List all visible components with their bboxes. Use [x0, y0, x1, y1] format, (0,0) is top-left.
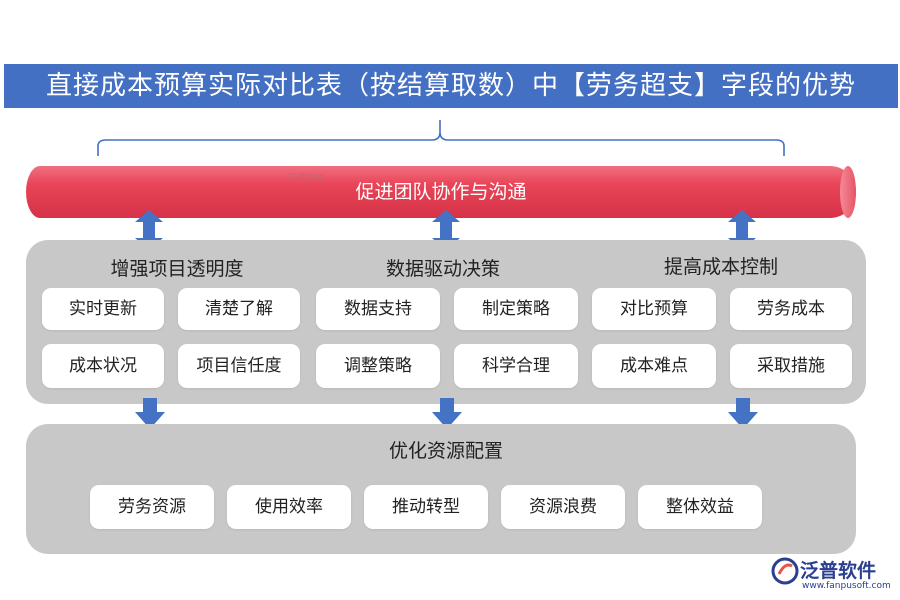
banner-watermark: 泛普软件: [288, 174, 325, 184]
group-title-cost-control: 提高成本控制: [663, 256, 778, 278]
page-title: 直接成本预算实际对比表（按结算取数）中【劳务超支】字段的优势: [4, 64, 898, 108]
banner-pipe: 泛普软件 促进团队协作与沟通: [26, 166, 856, 218]
item-box: 劳务资源: [90, 485, 214, 529]
top-panel: [26, 240, 866, 404]
item-box: 制定策略: [454, 288, 578, 330]
item-box: 采取措施: [730, 344, 852, 388]
brace-icon: [97, 120, 785, 156]
banner-label: 促进团队协作与沟通: [355, 181, 527, 203]
item-box: 成本状况: [42, 344, 164, 388]
down-arrow-icon: [728, 398, 758, 429]
item-box: 使用效率: [227, 485, 351, 529]
logo-name: 泛普软件: [800, 560, 877, 582]
item-box: 资源浪费: [501, 485, 625, 529]
down-arrow-icon: [432, 398, 462, 429]
item-box: 项目信任度: [178, 344, 300, 388]
logo-icon: [771, 557, 799, 585]
bottom-title: 优化资源配置: [388, 440, 503, 462]
group-title-data-driven: 数据驱动决策: [385, 258, 500, 280]
down-arrow-icon: [135, 398, 165, 429]
item-box: 劳务成本: [730, 288, 852, 330]
brand-logo: 泛普软件 www.fanpusoft.com: [770, 556, 896, 596]
item-box: 调整策略: [316, 344, 440, 388]
logo-url: www.fanpusoft.com: [802, 581, 891, 591]
item-box: 实时更新: [42, 288, 164, 330]
item-box: 整体效益: [638, 485, 762, 529]
pipe-cap: [840, 166, 856, 218]
item-box: 数据支持: [316, 288, 440, 330]
item-box: 推动转型: [364, 485, 488, 529]
group-title-transparency: 增强项目透明度: [110, 258, 244, 280]
item-box: 成本难点: [592, 344, 716, 388]
item-box: 对比预算: [592, 288, 716, 330]
item-box: 清楚了解: [178, 288, 300, 330]
item-box: 科学合理: [454, 344, 578, 388]
